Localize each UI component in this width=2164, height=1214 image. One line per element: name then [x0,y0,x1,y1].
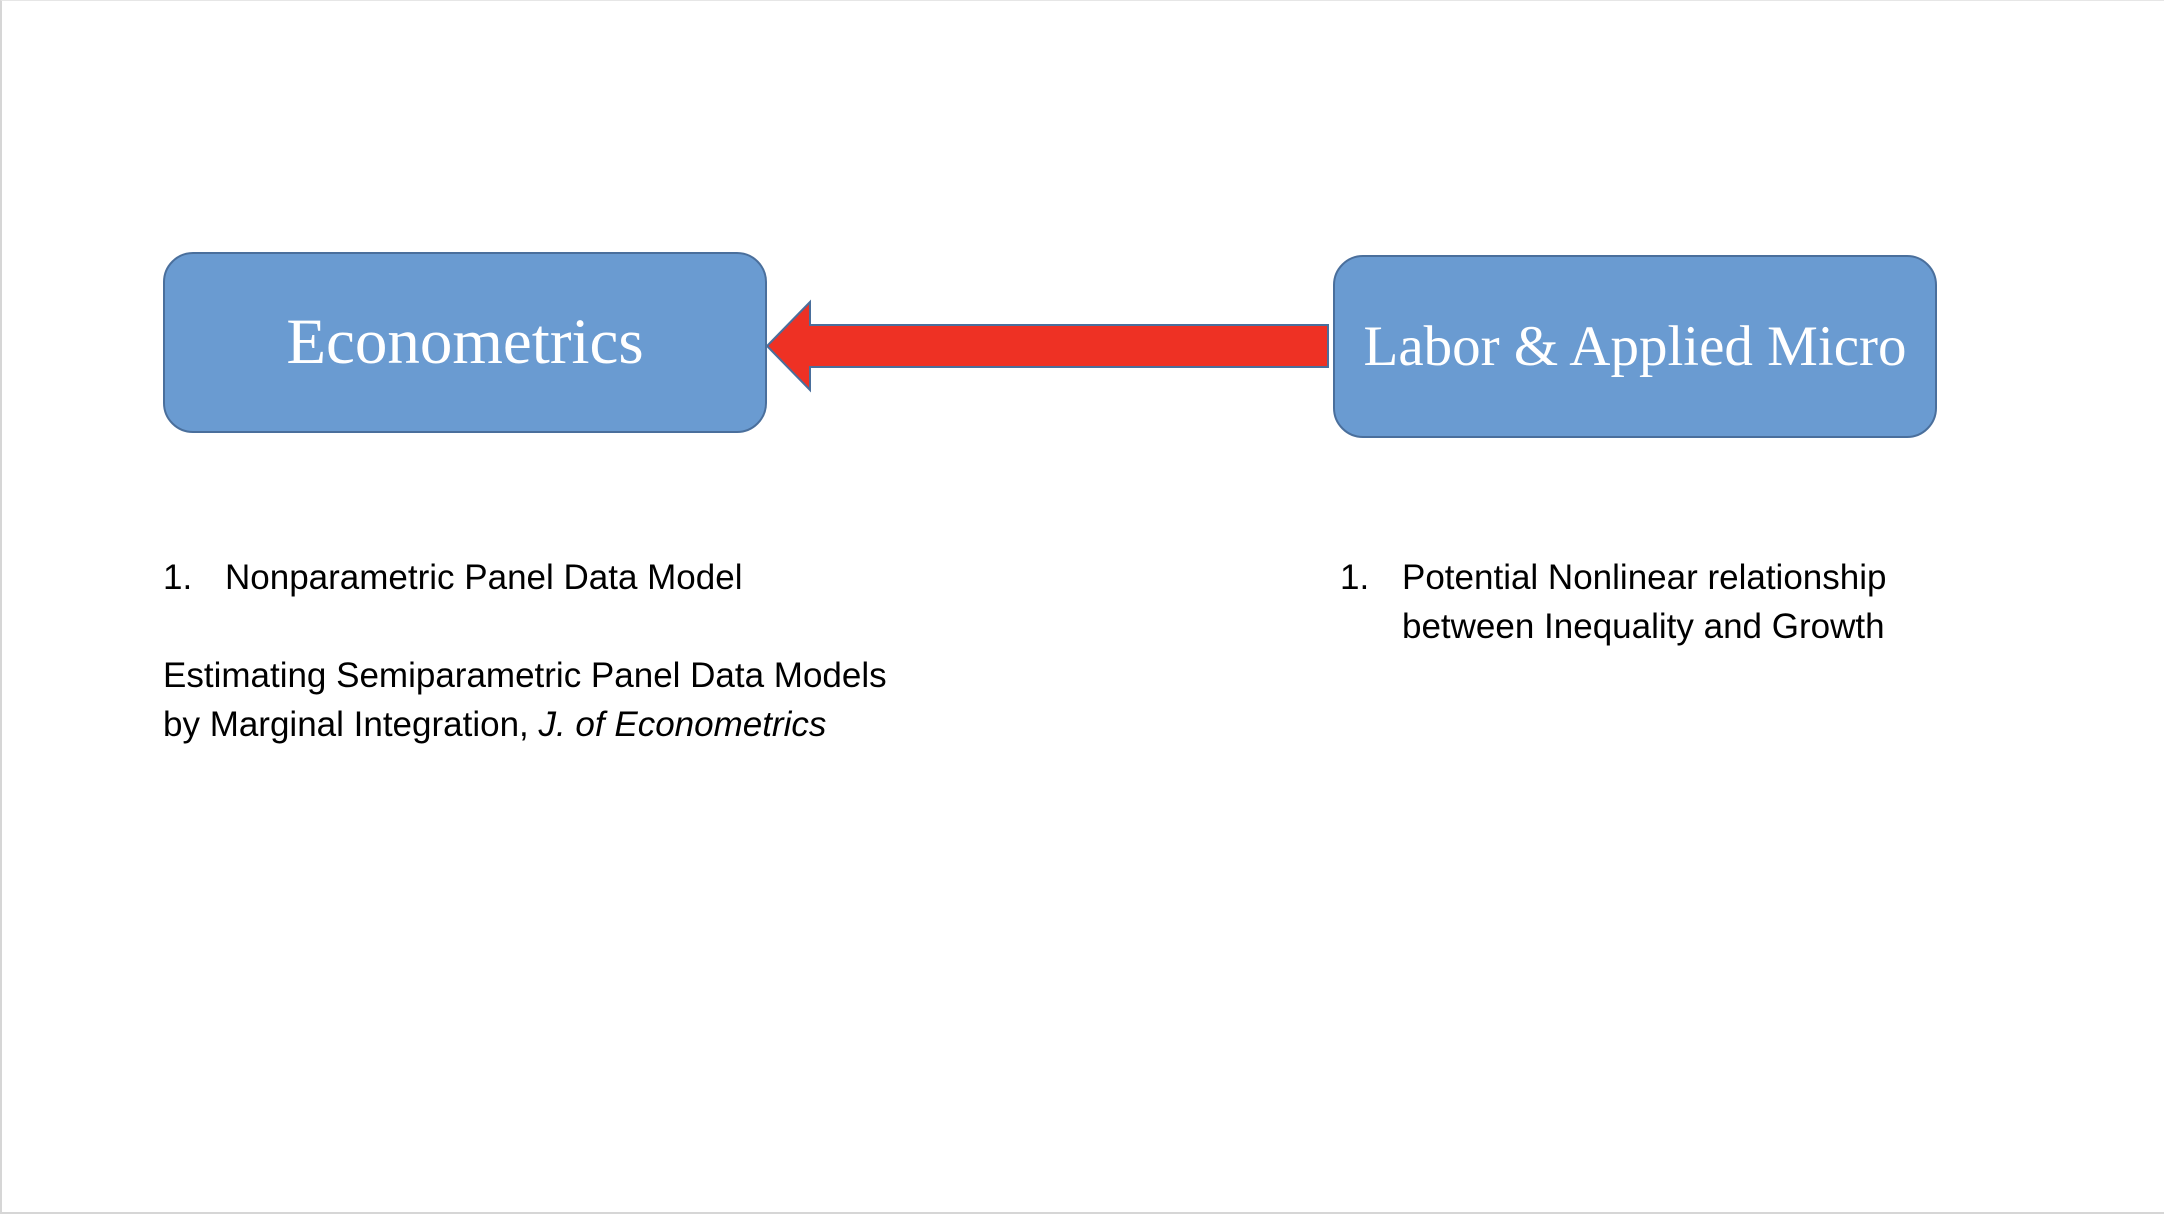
reference-prefix: by Marginal Integration, [163,705,539,744]
econometrics-label: Econometrics [286,306,644,378]
arrow-shape [765,299,1329,393]
right-list-text: Potential Nonlinear relationship between… [1402,553,1886,651]
reference-line-2: by Marginal Integration, J. of Econometr… [163,700,963,749]
left-list-number: 1. [163,558,193,597]
labor-applied-micro-box: Labor & Applied Micro [1333,255,1937,438]
left-reference: Estimating Semiparametric Panel Data Mod… [163,651,963,751]
left-list-item: 1. Nonparametric Panel Data Model [163,553,863,603]
right-list-number: 1. [1340,558,1370,597]
left-list-text: Nonparametric Panel Data Model [225,558,743,597]
reference-journal: J. of Econometrics [538,705,827,744]
right-list-line-1: Potential Nonlinear relationship [1402,558,1887,597]
labor-applied-micro-label: Labor & Applied Micro [1363,315,1907,378]
right-list-line-2: between Inequality and Growth [1402,607,1885,646]
econometrics-box: Econometrics [163,252,767,433]
right-list-item: 1. Potential Nonlinear relationship betw… [1340,553,2040,653]
reference-line-1: Estimating Semiparametric Panel Data Mod… [163,656,887,695]
